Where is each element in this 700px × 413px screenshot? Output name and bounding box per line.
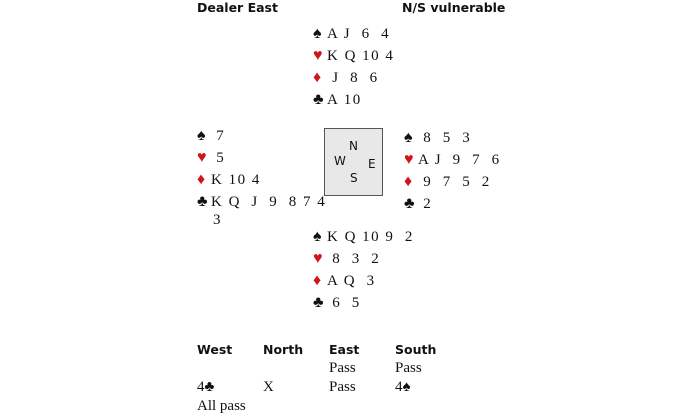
north-clubs: A 10 (327, 92, 362, 108)
compass-east: E (368, 157, 376, 171)
west-clubs-wrap: 3 (213, 212, 221, 228)
bid: X (263, 379, 274, 395)
heart-icon: ♥ (404, 151, 414, 168)
bid: 4♣ (197, 379, 215, 395)
auction-header: West North East South (197, 340, 461, 359)
east-clubs: 2 (418, 196, 433, 212)
south-spades: K Q 10 9 2 (327, 229, 414, 245)
bid: 4♠ (395, 379, 411, 395)
bid (263, 359, 329, 378)
auction-table: West North East South Pass Pass 4♣ X Pas… (197, 340, 461, 413)
spade-icon: ♠ (197, 127, 206, 144)
east-diamonds: 9 7 5 2 (418, 174, 491, 190)
west-spades: 7 (211, 128, 226, 144)
diamond-icon: ♦ (197, 171, 206, 188)
club-icon: ♣ (404, 195, 415, 212)
south-diamonds: A Q 3 (327, 273, 376, 289)
compass-south: S (350, 171, 358, 185)
club-icon: ♣ (313, 91, 324, 108)
west-hand: ♠ 7 ♥ 5 ♦ K 10 4 ♣K Q J 9 8 7 4 3 (197, 125, 326, 229)
heart-icon: ♥ (313, 250, 323, 267)
auction-row: Pass Pass (197, 359, 461, 378)
bid: Pass (329, 379, 356, 395)
auction-header-west: West (197, 342, 233, 357)
auction-header-south: South (395, 342, 437, 357)
auction-header-east: East (329, 342, 360, 357)
spade-icon: ♠ (404, 129, 413, 146)
south-hand: ♠ K Q 10 9 2 ♥ 8 3 2 ♦ A Q 3 ♣ 6 5 (313, 226, 414, 314)
club-icon: ♣ (197, 193, 208, 210)
spade-icon: ♠ (313, 228, 322, 245)
west-hearts: 5 (211, 150, 226, 166)
auction-row: All pass (197, 397, 461, 413)
bid: Pass (329, 360, 356, 376)
east-hearts: A J 9 7 6 (418, 152, 501, 168)
heart-icon: ♥ (313, 47, 323, 64)
auction-row: 4♣ X Pass 4♠ (197, 378, 461, 397)
north-hearts: K Q 10 4 (327, 48, 395, 64)
diamond-icon: ♦ (313, 272, 322, 289)
heart-icon: ♥ (197, 149, 207, 166)
north-spades: A J 6 4 (327, 26, 391, 42)
bid (197, 359, 263, 378)
south-hearts: 8 3 2 (327, 251, 381, 267)
east-spades: 8 5 3 (418, 130, 472, 146)
bid: All pass (197, 398, 246, 413)
club-icon: ♣ (313, 294, 324, 311)
south-clubs: 6 5 (327, 295, 361, 311)
diamond-icon: ♦ (313, 69, 322, 86)
north-hand: ♠ A J 6 4 ♥K Q 10 4 ♦ J 8 6 ♣A 10 (313, 23, 394, 111)
bid: Pass (395, 360, 422, 376)
west-clubs: K Q J 9 8 7 4 (211, 194, 327, 210)
auction-header-north: North (263, 342, 304, 357)
dealer-label: Dealer East (197, 0, 278, 15)
spade-icon: ♠ (313, 25, 322, 42)
north-diamonds: J 8 6 (327, 70, 379, 86)
compass-box: N W E S (324, 128, 383, 196)
diamond-icon: ♦ (404, 173, 413, 190)
compass-west: W (334, 154, 346, 168)
east-hand: ♠ 8 5 3 ♥A J 9 7 6 ♦ 9 7 5 2 ♣ 2 (404, 127, 501, 215)
west-diamonds: K 10 4 (211, 172, 261, 188)
compass-north: N (349, 139, 358, 153)
vulnerability-label: N/S vulnerable (402, 0, 506, 15)
